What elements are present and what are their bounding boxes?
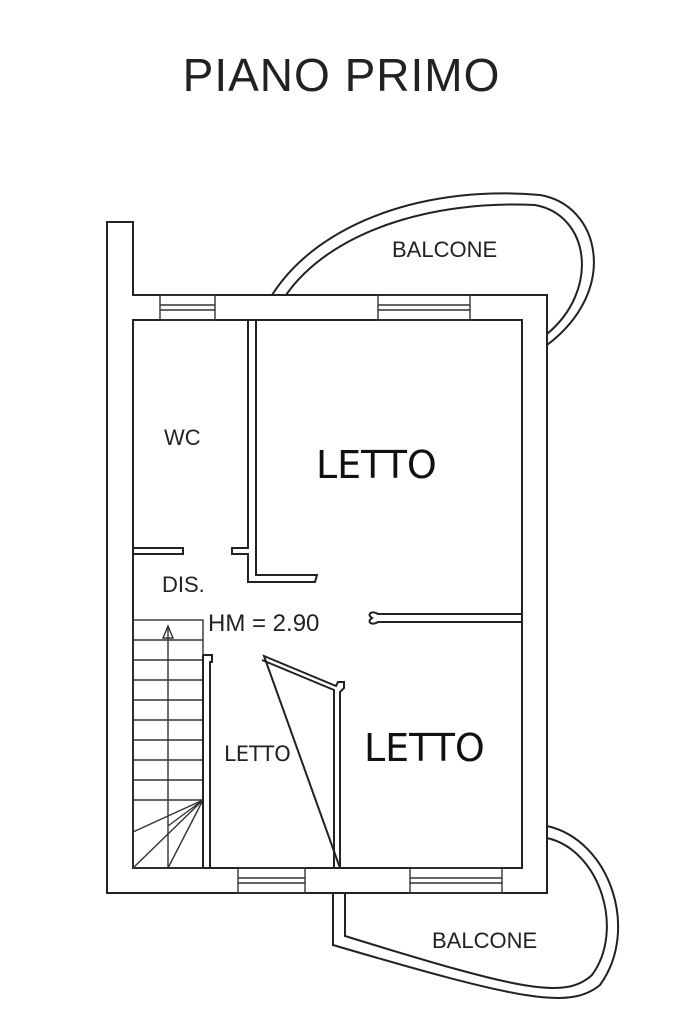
partition-wall-wc [231,320,319,583]
bedroom-divider-wall [368,611,522,625]
wc-bottom-wall [133,547,184,555]
windows [159,294,503,894]
room-label-wc: WC [164,425,201,450]
room-label-letto-main: LETTO [316,443,437,487]
room-label-balcone-bottom: BALCONE [432,928,538,953]
height-label: HM = 2.90 [208,610,320,637]
room-label-dis: DIS. [162,572,205,597]
balcony-bottom-rail [332,825,620,999]
outer-wall [106,221,548,894]
balcony-top-rail [271,192,595,346]
stair-wall [202,654,213,868]
plan-title: PIANO PRIMO [182,49,501,101]
room-label-letto-small: LETTO [224,742,291,766]
room-label-letto-bottom: LETTO [364,726,485,770]
staircase [132,619,204,869]
room-label-balcone-top: BALCONE [392,237,498,262]
diagonal-wall [261,654,345,869]
